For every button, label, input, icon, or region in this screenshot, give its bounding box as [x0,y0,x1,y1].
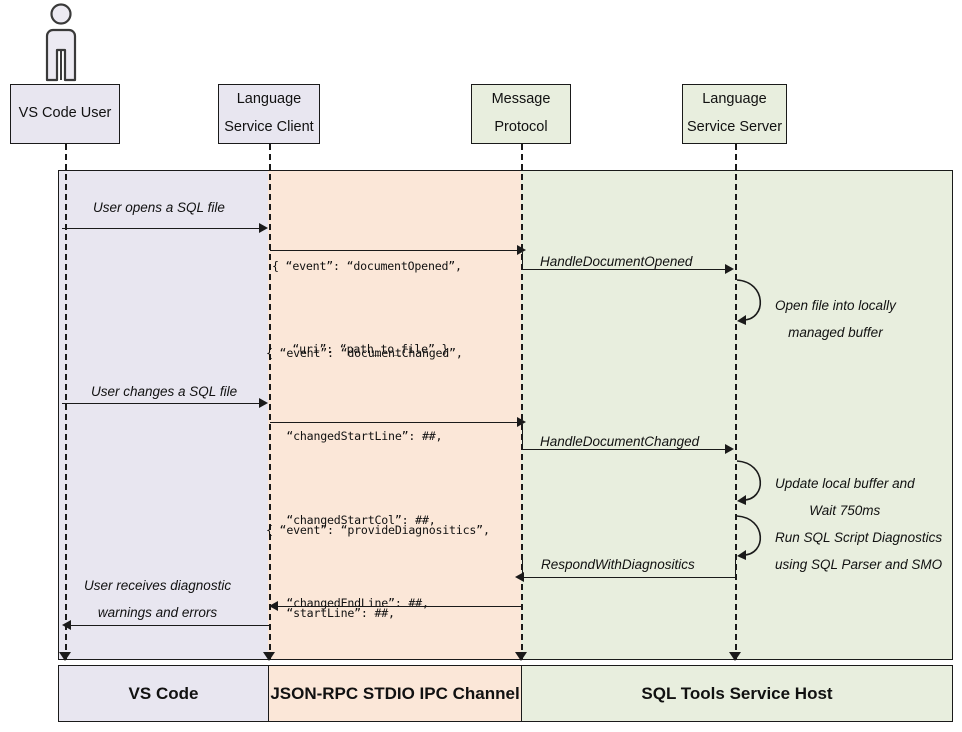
arrow-document-changed-to-protocol [270,422,519,423]
message-label-line2: warnings and errors [97,605,218,620]
arrowhead-user-changes [259,398,268,408]
participant-language-service-server[interactable]: Language Service Server [682,84,787,144]
lifeline-vs-code-user [65,144,67,660]
footer-label: SQL Tools Service Host [641,683,833,703]
participant-label-line1: Language [236,91,302,108]
arrowhead-user-receives [62,620,71,630]
participant-label-line2: Service Client [224,119,314,135]
stem-handle-document-opened [522,252,523,270]
note-update-buffer: Update local buffer and Wait 750ms [775,470,915,524]
lifeline-message-protocol [521,144,523,660]
message-label-handle-document-opened: HandleDocumentOpened [540,254,693,269]
lifeline-language-service-server [735,144,737,660]
selfloop-open-file [735,276,777,335]
swimband-vscode [58,170,268,660]
swimband-sql-tools-service-host [521,170,953,660]
payload-line: “uri”: “path_to_file” } [272,342,449,357]
arrow-handle-document-opened [521,269,727,270]
arrowhead-handle-document-changed [725,444,734,454]
lifeline-language-service-client [269,144,271,660]
participant-label-line2: Service Server [686,119,783,135]
selfloop-run-diagnostics [735,513,777,570]
note-line2: managed buffer [788,325,883,340]
participant-label-line1: Language [702,91,767,108]
arrow-user-changes [62,403,261,404]
footer-sql-tools-service-host: SQL Tools Service Host [521,665,953,722]
arrowhead-lifeline-end-language-server [729,652,741,661]
participant-label-line1: Message [491,91,551,108]
stem-respond-right [735,556,736,578]
participant-vs-code-user[interactable]: VS Code User [10,84,120,144]
payload-line: { “event”: “provideDiagnositics”, [266,522,490,537]
message-label-user-changes: User changes a SQL file [91,384,238,399]
arrowhead-diagnostics-to-client [269,601,278,611]
note-line1: Run SQL Script Diagnostics [775,530,943,545]
footer-json-rpc-channel: JSON-RPC STDIO IPC Channel [268,665,522,722]
arrowhead-document-opened-to-protocol [517,245,526,255]
participant-label-line1: VS Code User [18,105,112,122]
arrow-diagnostics-to-client [276,606,521,607]
message-label-respond-with-diagnostics: RespondWithDiagnositics [541,557,695,572]
arrowhead-lifeline-end-message-protocol [515,652,527,661]
arrow-user-receives [70,625,269,626]
arrowhead-lifeline-end-vs-code-user [59,652,71,661]
message-label-line1: User receives diagnostic [84,578,232,593]
footer-label: JSON-RPC STDIO IPC Channel [270,683,520,703]
selfloop-update-buffer [735,458,777,515]
payload-line: “changedStartCol”: ##, [266,512,436,527]
participant-message-protocol[interactable]: Message Protocol [471,84,571,144]
message-label-handle-document-changed: HandleDocumentChanged [540,434,700,449]
arrowhead-lifeline-end-language-client [263,652,275,661]
note-line1: Open file into locally [775,298,896,313]
person-icon [38,2,84,82]
note-line2: using SQL Parser and SMO [775,557,943,572]
stem-handle-document-changed [522,424,523,450]
note-open-file: Open file into locally managed buffer [775,292,896,346]
payload-document-opened: { “event”: “documentOpened”, “uri”: “pat… [272,196,462,420]
note-line2: Wait 750ms [809,503,881,518]
arrowhead-user-opens [259,223,268,233]
swimband-ipc-channel [268,170,521,660]
note-line1: Update local buffer and [775,476,915,491]
payload-line: “changedStartLine”: ##, [266,429,443,444]
payload-line: { “event”: “documentOpened”, [272,258,462,273]
message-label-user-receives: User receives diagnostic warnings and er… [84,572,231,626]
participant-language-service-client[interactable]: Language Service Client [218,84,320,144]
stem-respond-left [522,556,523,578]
message-label-user-opens: User opens a SQL file [93,200,225,215]
note-run-diagnostics: Run SQL Script Diagnostics using SQL Par… [775,524,942,578]
payload-line: { “event”: “documentChanged”, [266,345,463,360]
arrow-respond-with-diagnostics [523,577,736,578]
payload-line: “startLine”: ##, [266,606,395,621]
arrowhead-respond-with-diagnostics [515,572,524,582]
footer-vs-code: VS Code [58,665,269,722]
arrow-document-opened-to-protocol [270,250,519,251]
arrow-user-opens [62,228,261,229]
footer-label: VS Code [128,683,199,703]
arrowhead-handle-document-opened [725,264,734,274]
arrowhead-document-changed-to-protocol [517,417,526,427]
participant-label-line2: Protocol [494,119,548,135]
arrow-handle-document-changed [521,449,727,450]
